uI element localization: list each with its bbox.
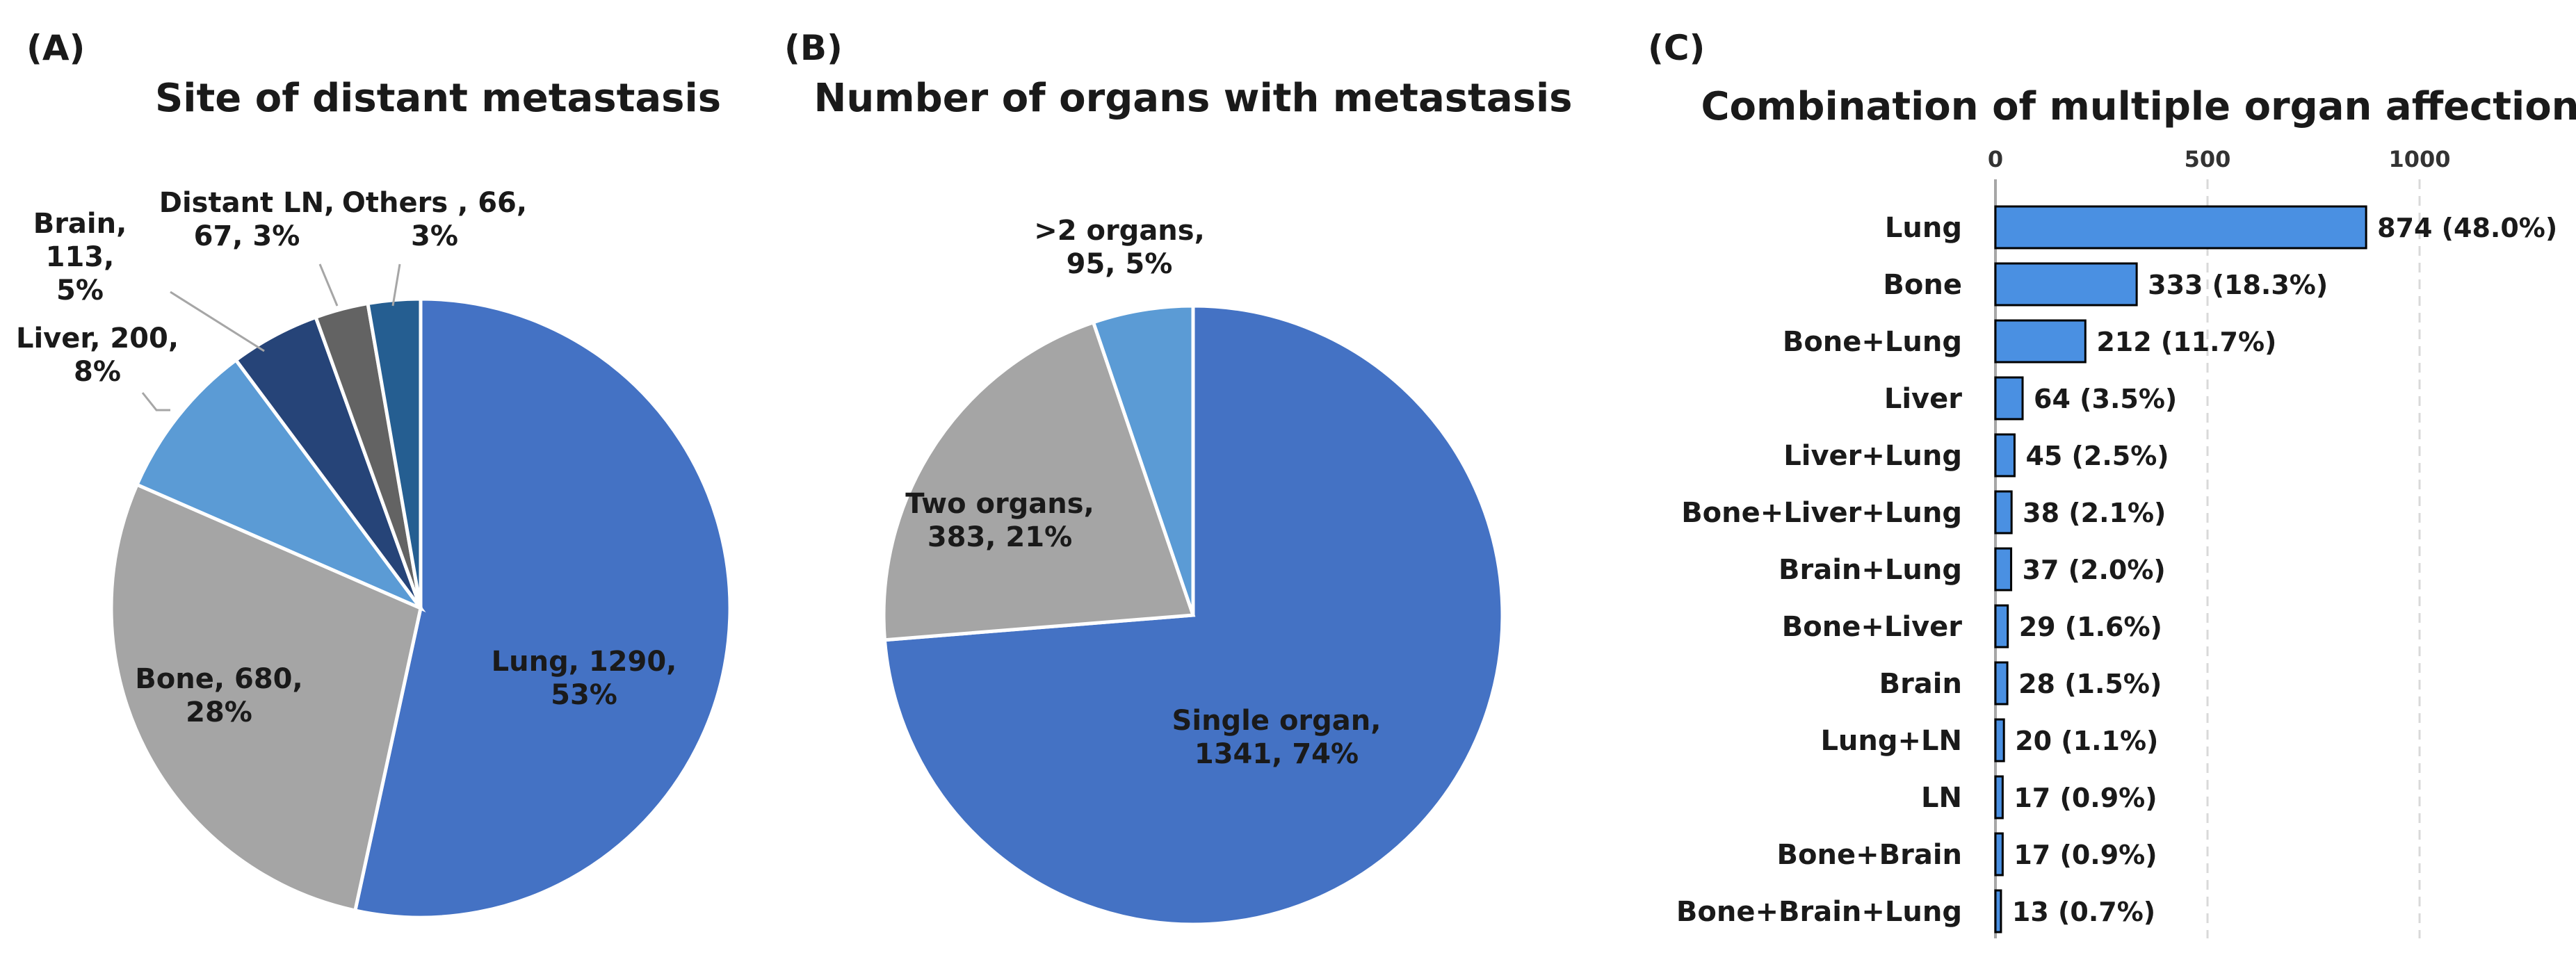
category-label-liver: Liver xyxy=(1884,383,1962,415)
pie-label-lung: Lung, 1290,53% xyxy=(492,646,677,711)
x-tick-label-0: 0 xyxy=(1988,146,2003,172)
pie-label-distant-ln: Distant LN,67, 3% xyxy=(159,187,335,252)
pie-slice-bone xyxy=(109,482,423,913)
category-label-bone-lung: Bone+Lung xyxy=(1783,326,1962,358)
panel-b-letter: (B) xyxy=(784,28,843,68)
bar-bone-lung xyxy=(1994,319,2087,364)
bar-bone-liver xyxy=(1994,604,2009,649)
bar-bone xyxy=(1994,262,2138,307)
data-label-lung-ln: 20 (1.1%) xyxy=(2015,726,2158,756)
x-tick-label-500: 500 xyxy=(2185,146,2231,172)
data-label-bone-lung: 212 (11.7%) xyxy=(2096,327,2276,357)
leader-line-distant-ln xyxy=(318,263,339,307)
panel-a-letter: (A) xyxy=(26,28,85,68)
pie-label-2-organs: >2 organs,95, 5% xyxy=(1034,215,1205,280)
category-label-bone-liver-lung: Bone+Liver+Lung xyxy=(1681,497,1962,529)
pie-chart-a: Lung, 1290,53% Bone, 680,28% Liver, 200,8%… xyxy=(16,187,732,920)
leader-line-others xyxy=(391,263,401,307)
panel-a: (A) Site of distant metastasis Lung, 129… xyxy=(16,28,732,920)
pie-label-others: Others , 66,3% xyxy=(342,187,527,252)
data-label-brain-lung: 37 (2.0%) xyxy=(2023,555,2166,585)
pie-slice-2-organs xyxy=(1091,304,1195,616)
category-label-lung: Lung xyxy=(1885,212,1962,244)
data-label-ln: 17 (0.9%) xyxy=(2014,783,2157,813)
pie-label-liver: Liver, 200,8% xyxy=(16,323,179,388)
data-label-liver: 64 (3.5%) xyxy=(2034,384,2177,414)
bar-liver xyxy=(1994,376,2024,421)
pie-label-brain: Brain,113,5% xyxy=(33,208,127,307)
pie-slice-lung xyxy=(353,297,732,920)
category-label-bone: Bone xyxy=(1883,269,1962,301)
data-label-bone-brain-lung: 13 (0.7%) xyxy=(2012,897,2155,927)
bar-bone-brain-lung xyxy=(1994,889,2002,934)
leader-line-brain xyxy=(170,291,265,352)
category-label-ln: LN xyxy=(1921,782,1962,814)
bar-bone-brain xyxy=(1994,832,2004,877)
x-tick-label-1000: 1000 xyxy=(2388,146,2450,172)
bar-lung-ln xyxy=(1994,718,2005,763)
panel-a-title: Site of distant metastasis xyxy=(155,76,721,121)
category-label-liver-lung: Liver+Lung xyxy=(1783,440,1962,472)
category-label-lung-ln: Lung+LN xyxy=(1820,725,1962,757)
category-label-bone-brain-lung: Bone+Brain+Lung xyxy=(1676,896,1962,928)
data-label-brain: 28 (1.5%) xyxy=(2018,669,2162,699)
data-label-lung: 874 (48.0%) xyxy=(2377,213,2557,243)
pie-label-bone: Bone, 680,28% xyxy=(135,663,302,728)
bar-bone-liver-lung xyxy=(1994,490,2013,535)
bar-liver-lung xyxy=(1994,433,2016,478)
data-label-bone-brain: 17 (0.9%) xyxy=(2014,840,2157,870)
category-label-brain: Brain xyxy=(1879,668,1962,700)
panel-c-letter: (C) xyxy=(1648,28,1705,68)
data-label-bone-liver: 29 (1.6%) xyxy=(2019,612,2162,642)
data-label-bone-liver-lung: 38 (2.1%) xyxy=(2023,498,2166,528)
pie-label-two-organs: Two organs,383, 21% xyxy=(905,488,1094,553)
category-label-brain-lung: Brain+Lung xyxy=(1779,554,1962,586)
panel-b-title: Number of organs with metastasis xyxy=(814,76,1573,121)
pie-slice-two-organs xyxy=(882,320,1196,642)
data-label-liver-lung: 45 (2.5%) xyxy=(2025,441,2169,471)
data-label-bone: 333 (18.3%) xyxy=(2148,270,2328,300)
bar-lung xyxy=(1994,205,2367,250)
pie-slice-liver xyxy=(134,357,426,613)
pie-label-single-organ: Single organ,1341, 74% xyxy=(1172,705,1382,770)
category-label-bone-brain: Bone+Brain xyxy=(1777,839,1962,871)
leader-line-liver xyxy=(141,392,170,411)
category-label-bone-liver: Bone+Liver xyxy=(1782,611,1962,643)
panel-b: (B) Number of organs with metastasis Sin… xyxy=(784,28,1573,927)
bar-ln xyxy=(1994,775,2004,820)
panel-c: (C) Combination of multiple organ affect… xyxy=(1648,28,2576,938)
panel-c-title: Combination of multiple organ affection xyxy=(1701,84,2576,129)
bar-brain xyxy=(1994,661,2009,706)
bar-brain-lung xyxy=(1994,547,2013,592)
pie-chart-b: Single organ,1341, 74% Two organs,383, 21… xyxy=(882,215,1505,927)
